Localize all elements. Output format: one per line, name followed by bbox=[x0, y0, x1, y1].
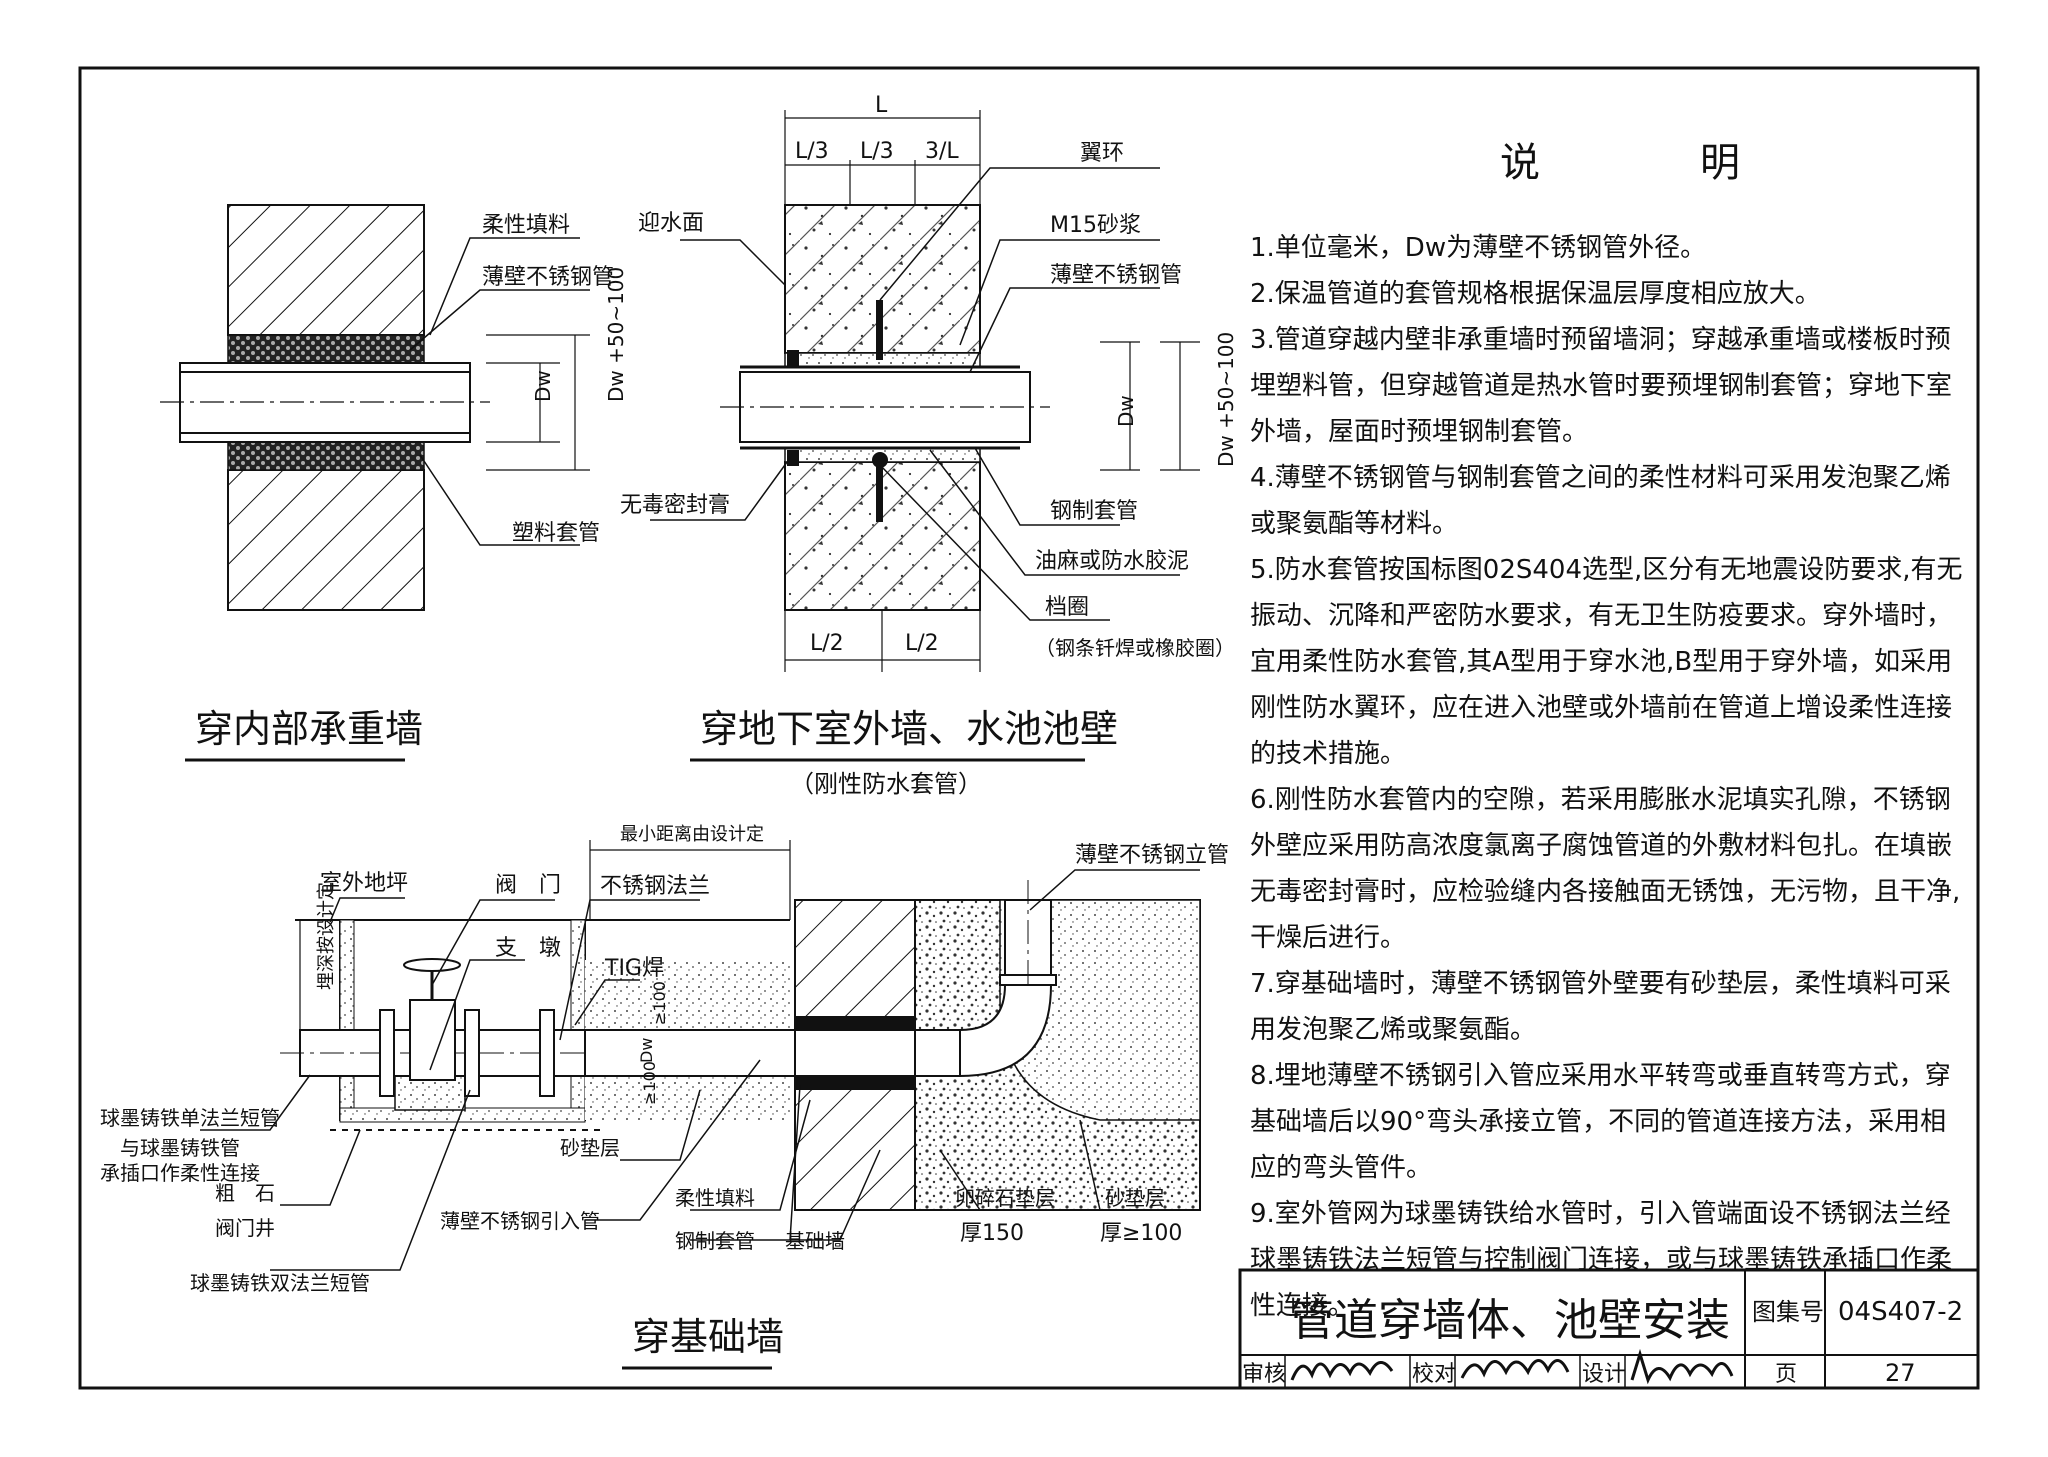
fig2-dim-l3a: L/3 bbox=[795, 139, 829, 164]
fig3-tig-label: TIG焊 bbox=[604, 956, 664, 981]
fig2-sealant-label: 无毒密封膏 bbox=[620, 493, 730, 518]
note-item-1: 1.单位毫米，Dw为薄壁不锈钢管外径。 bbox=[1250, 233, 1707, 263]
fig2-caption: 穿地下室外墙、水池池壁 bbox=[700, 707, 1118, 751]
fig3-steel-label: 钢制套管 bbox=[675, 1229, 755, 1253]
fig3-well-label: 阀门井 bbox=[215, 1216, 275, 1240]
fig3-gravel-label: 卵碎石垫层 bbox=[955, 1186, 1055, 1210]
fig3-valve-label: 阀 门 bbox=[495, 873, 561, 898]
fig3-double-label: 球墨铸铁双法兰短管 bbox=[190, 1271, 370, 1295]
note-item-2: 2.保温管道的套管规格根据保温层厚度相应放大。 bbox=[1250, 279, 1821, 309]
fig2-dim-L: L bbox=[875, 93, 888, 118]
titleblock-page-label: 页 bbox=[1775, 1362, 1797, 1387]
fig3-support-label: 支 墩 bbox=[495, 936, 561, 961]
fig1-pipe-label: 薄壁不锈钢管 bbox=[482, 265, 614, 290]
titleblock-page-no: 27 bbox=[1885, 1359, 1916, 1387]
note-item-8: 8.埋地薄壁不锈钢引入管应采用水平转弯或垂直转弯方式，穿基础墙后以90°弯头承接… bbox=[1250, 1061, 1951, 1183]
fig2-stop-note: （钢条钎焊或橡胶圈） bbox=[1035, 636, 1235, 660]
fig2-mortar-label: M15砂浆 bbox=[1050, 213, 1141, 238]
fig3-d100a: ≥100 bbox=[650, 981, 669, 1025]
fig1-sleeve-label: 塑料套管 bbox=[512, 521, 600, 546]
fig2-dim-l3c: 3/L bbox=[925, 139, 959, 164]
fig3-stone-label: 粗 石 bbox=[215, 1181, 275, 1205]
fig3-mindist-label: 最小距离由设计定 bbox=[620, 824, 764, 845]
fig3-riser-label: 薄壁不锈钢立管 bbox=[1075, 843, 1229, 868]
fig3-single-label: 球墨铸铁单法兰短管 bbox=[100, 1106, 280, 1130]
fig2-dim-l2b: L/2 bbox=[905, 631, 939, 656]
note-item-4: 4.薄壁不锈钢管与钢制套管之间的柔性材料可采用发泡聚乙烯或聚氨酯等材料。 bbox=[1250, 463, 1951, 539]
signature-design bbox=[1630, 1348, 1734, 1385]
note-item-5: 5.防水套管按国标图02S404选型,区分有无地震设防要求,有无振动、沉降和严密… bbox=[1250, 555, 1963, 769]
fig3-sand-label: 砂垫层 bbox=[560, 1136, 620, 1160]
fig3-flange-label: 不锈钢法兰 bbox=[600, 874, 710, 899]
signature-review bbox=[1290, 1361, 1394, 1381]
fig3-sand2-label: 砂垫层 bbox=[1105, 1186, 1165, 1210]
fig2-face-label: 迎水面 bbox=[638, 211, 704, 236]
notes-list: 1.单位毫米，Dw为薄壁不锈钢管外径。 2.保温管道的套管规格根据保温层厚度相应… bbox=[1250, 225, 1970, 1329]
titleblock-atlas-label: 图集号 bbox=[1752, 1298, 1824, 1326]
fig2-oakum-label: 油麻或防水胶泥 bbox=[1035, 549, 1189, 574]
fig1-dw-label: Dw bbox=[531, 370, 555, 402]
fig2-subcaption: （刚性防水套管） bbox=[790, 770, 982, 798]
fig3-caption: 穿基础墙 bbox=[632, 1315, 784, 1359]
fig1-flex-label: 柔性填料 bbox=[482, 213, 570, 238]
titleblock-atlas-no: 04S407-2 bbox=[1838, 1297, 1963, 1327]
note-item-6: 6.刚性防水套管内的空隙，若采用膨胀水泥填实孔隙，不锈钢外壁应采用防高浓度氯离子… bbox=[1250, 785, 1961, 953]
fig2-pipe-label: 薄壁不锈钢管 bbox=[1050, 263, 1182, 288]
fig3-gravel-thick: 厚150 bbox=[960, 1221, 1024, 1246]
titleblock-title: 管道穿墙体、池壁安装 bbox=[1290, 1295, 1730, 1346]
fig3-inpipe-label: 薄壁不锈钢引入管 bbox=[440, 1209, 600, 1233]
title-block: 管道穿墙体、池壁安装 图集号 04S407-2 审核 校对 设计 页 27 bbox=[1238, 1268, 1980, 1390]
fig3-conn1-label: 与球墨铸铁管 bbox=[120, 1136, 240, 1160]
titleblock-check: 校对 bbox=[1412, 1362, 1456, 1387]
fig3-conn2-label: 承插口作柔性连接 bbox=[100, 1161, 260, 1185]
fig2-dw2-label: Dw +50~100 bbox=[1214, 332, 1238, 467]
fig3-depth-label: 埋深按设计定 bbox=[316, 882, 337, 990]
fig2-steel-label: 钢制套管 bbox=[1050, 499, 1138, 524]
fig2-dw-label: Dw bbox=[1114, 395, 1138, 427]
fig2-ring-label: 翼环 bbox=[1080, 141, 1124, 166]
note-item-7: 7.穿基础墙时，薄壁不锈钢管外壁要有砂垫层，柔性填料可采用发泡聚乙烯或聚氨酯。 bbox=[1250, 969, 1951, 1045]
fig3-wall-label: 基础墙 bbox=[785, 1229, 845, 1253]
fig2-dim-l3b: L/3 bbox=[860, 139, 894, 164]
fig2-stop-label: 档圈 bbox=[1045, 595, 1089, 620]
note-item-9: 9.室外管网为球墨铸铁给水管时，引入管端面设不锈钢法兰经球墨铸铁法兰短管与控制阀… bbox=[1250, 1199, 1953, 1321]
fig3-sand2-thick: 厚≥100 bbox=[1100, 1221, 1182, 1246]
sheet-border bbox=[78, 66, 1980, 1390]
fig1-caption: 穿内部承重墙 bbox=[195, 707, 423, 751]
fig2-wall-diagram: L L/3 L/3 3/L Dw Dw +50~100 bbox=[620, 93, 1238, 798]
titleblock-review: 审核 bbox=[1242, 1362, 1286, 1387]
titleblock-design: 设计 bbox=[1582, 1362, 1626, 1387]
fig3-ground-label: 室外地坪 bbox=[320, 871, 408, 896]
notes-title: 说 明 bbox=[1500, 140, 1800, 186]
fig2-dim-l2a: L/2 bbox=[810, 631, 844, 656]
fig3-foundation-diagram: 最小距离由设计定 bbox=[100, 824, 1229, 1370]
fig3-dw: Dw bbox=[637, 1038, 656, 1063]
fig3-d100b: ≥100 bbox=[640, 1061, 659, 1105]
fig1-wall-diagram: Dw Dw +50~100 柔性填料 薄壁不锈钢管 塑料套管 穿内部承重墙 bbox=[160, 204, 628, 762]
fig1-dw2-label: Dw +50~100 bbox=[604, 267, 628, 402]
fig3-flex-label: 柔性填料 bbox=[675, 1186, 755, 1210]
note-item-3: 3.管道穿越内壁非承重墙时预留墙洞；穿越承重墙或楼板时预埋塑料管，但穿越管道是热… bbox=[1250, 325, 1953, 447]
signature-check bbox=[1460, 1359, 1570, 1379]
